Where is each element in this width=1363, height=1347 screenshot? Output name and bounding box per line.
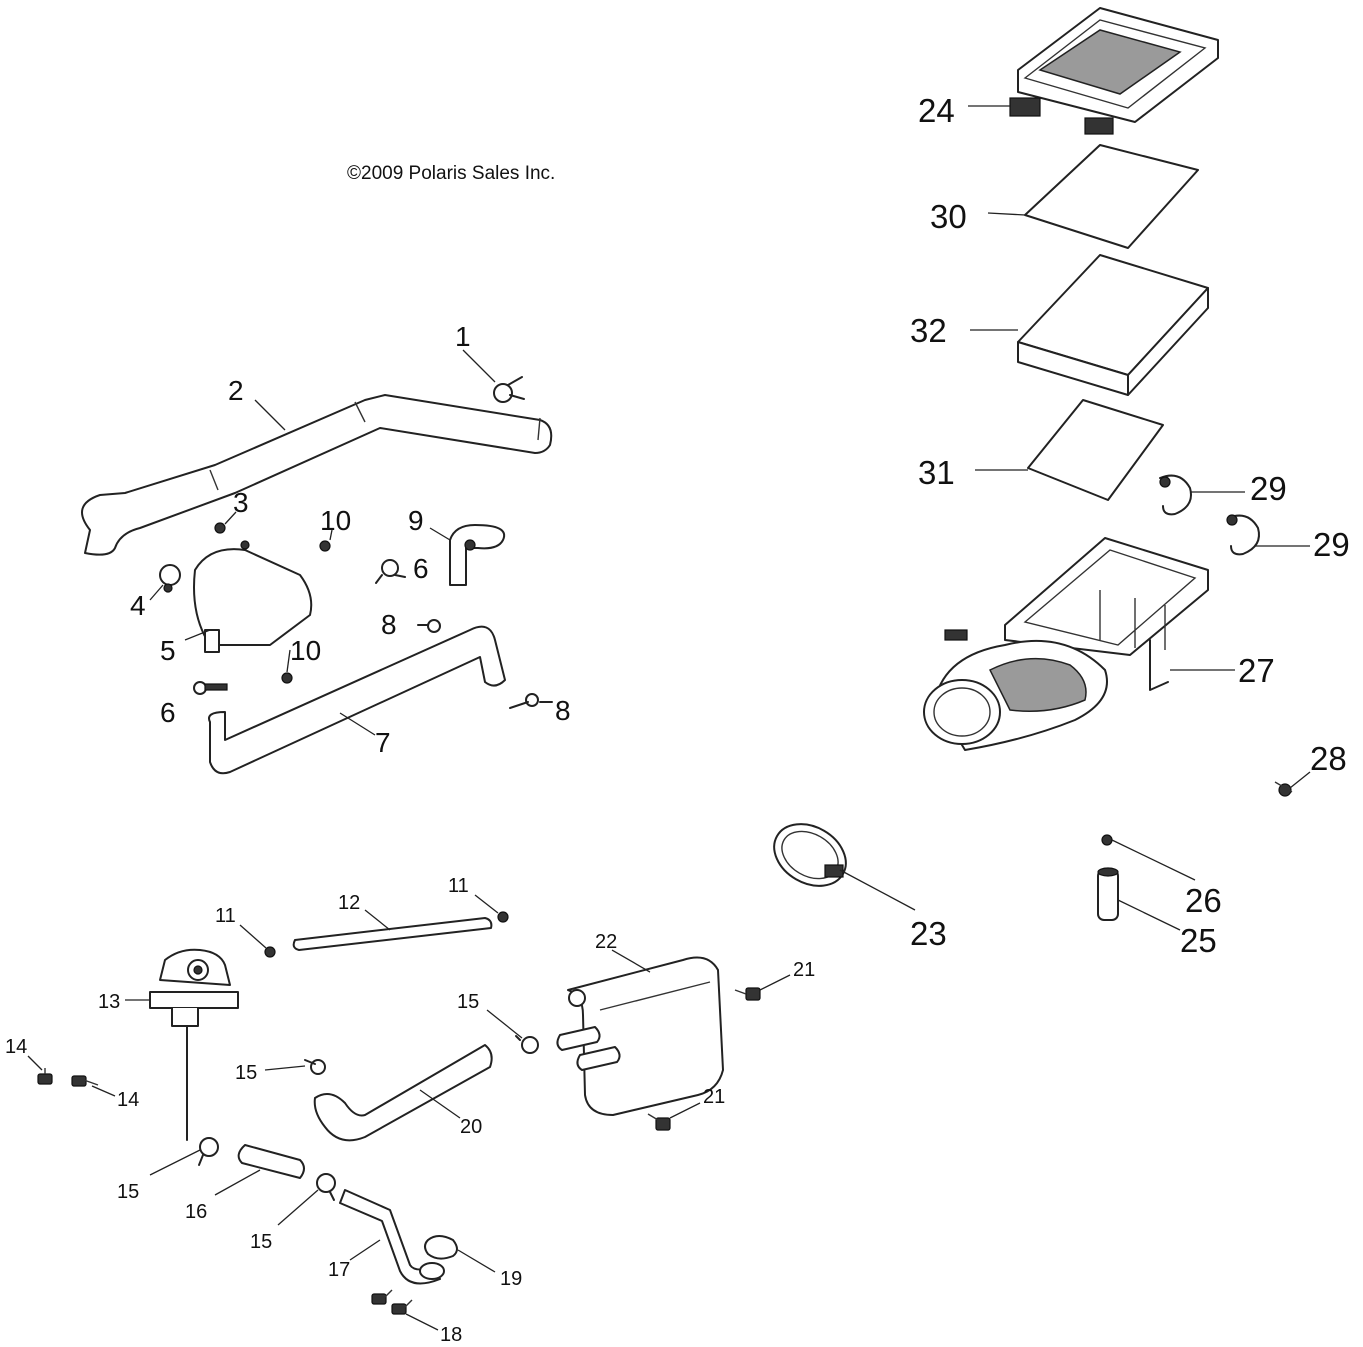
callout-14-left: 14	[5, 1036, 27, 1058]
callout-15-c: 15	[235, 1062, 257, 1084]
callout-10-lower: 10	[290, 635, 321, 666]
hose-clamp-11-right	[497, 911, 509, 923]
copyright-notice: ©2009 Polaris Sales Inc.	[347, 163, 555, 184]
callout-29-lower: 29	[1313, 526, 1350, 563]
callout-28: 28	[1310, 740, 1347, 777]
callout-3: 3	[233, 487, 249, 518]
callout-31: 31	[918, 454, 955, 491]
callout-16: 16	[185, 1201, 207, 1223]
callout-2: 2	[228, 375, 244, 406]
callout-6-lower: 6	[160, 697, 176, 728]
screw-14-left	[37, 1068, 53, 1085]
screw-14-right	[71, 1075, 99, 1087]
bolt-18-right	[391, 1299, 413, 1315]
vent-valve	[149, 948, 239, 1141]
hose-clamp-4	[159, 564, 181, 593]
callout-21-upper: 21	[793, 959, 815, 981]
hose-clamp-8-lower	[509, 693, 553, 709]
callout-9: 9	[408, 505, 424, 536]
drain-cap	[1101, 834, 1113, 846]
callout-17: 17	[328, 1259, 350, 1281]
callout-12: 12	[338, 892, 360, 914]
callout-8-upper: 8	[381, 609, 397, 640]
callout-11-left: 11	[215, 905, 236, 927]
hose-clamp-6-upper	[375, 559, 406, 584]
callout-24: 24	[918, 92, 955, 129]
hose-clamp-15-b	[316, 1173, 336, 1201]
screw-10-lower	[281, 672, 293, 684]
hose-clamp-8-upper	[417, 619, 441, 633]
breather-housing	[193, 540, 313, 653]
breather-hose-9	[449, 524, 506, 586]
coolant-hose-20	[313, 1044, 493, 1142]
hose-clamp-11-left	[264, 946, 276, 958]
callout-14-right: 14	[117, 1089, 139, 1111]
hose-clamp-15-d	[515, 1035, 539, 1054]
hose-clamp-15-c	[304, 1059, 326, 1075]
callout-4: 4	[130, 590, 146, 621]
screw-28	[1274, 781, 1293, 797]
callout-15-d: 15	[457, 991, 479, 1013]
pipe-17	[339, 1189, 441, 1285]
callout-26: 26	[1185, 882, 1222, 919]
vent-tube-12	[292, 917, 493, 951]
air-filter	[1017, 254, 1209, 396]
bolt-21-upper	[734, 987, 761, 1001]
callout-18: 18	[440, 1324, 462, 1346]
callout-32: 32	[910, 312, 947, 349]
bolt-21-lower	[647, 1113, 671, 1131]
callout-25: 25	[1180, 922, 1217, 959]
callout-30: 30	[930, 198, 967, 235]
callout-23: 23	[910, 915, 947, 952]
hose-clamp-1	[493, 376, 525, 403]
callout-29-upper: 29	[1250, 470, 1287, 507]
screw-10-upper	[319, 540, 331, 552]
filter-screen	[1027, 399, 1164, 501]
drain-tube	[1097, 867, 1119, 921]
hose-clamp-6-lower	[193, 681, 228, 695]
callout-8-lower: 8	[555, 695, 571, 726]
callout-15-a: 15	[117, 1181, 139, 1203]
airbox-base	[923, 537, 1209, 751]
callout-20: 20	[460, 1116, 482, 1138]
callout-6-upper: 6	[413, 553, 429, 584]
airbox-cover	[1009, 7, 1219, 135]
callout-1: 1	[455, 321, 471, 352]
callout-15-b: 15	[250, 1231, 272, 1253]
callout-11-right: 11	[448, 875, 469, 897]
gasket-19	[424, 1235, 458, 1260]
callout-27: 27	[1238, 652, 1275, 689]
hose-clamp-15-a	[198, 1137, 219, 1166]
nut-3	[214, 522, 226, 534]
callout-13: 13	[98, 991, 120, 1013]
callout-21-lower: 21	[703, 1086, 725, 1108]
callout-10-upper: 10	[320, 505, 351, 536]
breather-hose-2	[81, 394, 553, 556]
oil-cooler	[556, 956, 724, 1116]
callout-19: 19	[500, 1268, 522, 1290]
callout-22: 22	[595, 931, 617, 953]
retaining-clip-lower	[1226, 514, 1260, 556]
bolt-18-left	[371, 1289, 393, 1305]
hose-16	[237, 1144, 305, 1179]
breather-hose-7	[208, 625, 506, 775]
pre-filter-sheet	[1024, 144, 1199, 249]
callout-5: 5	[160, 635, 176, 666]
intake-clamp	[773, 823, 847, 887]
callout-7: 7	[375, 727, 391, 758]
retaining-clip-upper	[1159, 474, 1192, 516]
